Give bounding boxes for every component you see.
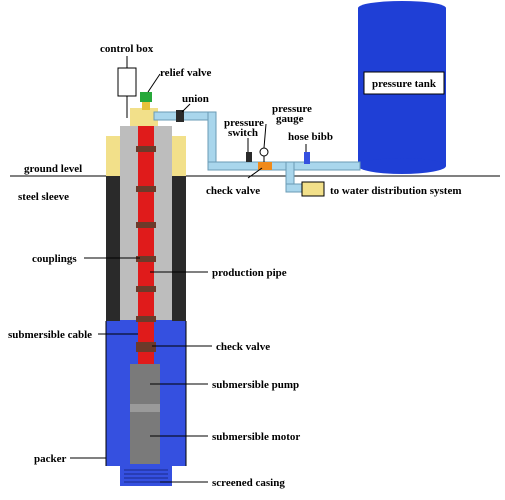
hose-bibb bbox=[304, 152, 310, 164]
grout-right bbox=[172, 136, 186, 176]
pressure-tank bbox=[358, 1, 446, 174]
label-submersible-pump: submersible pump bbox=[212, 379, 299, 391]
leader-check-valve-top bbox=[247, 167, 263, 179]
label-pressure-switch-1: pressure bbox=[224, 117, 264, 129]
label-submersible-cable: submersible cable bbox=[8, 329, 92, 341]
label-control-box: control box bbox=[100, 43, 154, 55]
check-valve-top bbox=[258, 162, 272, 170]
well-head bbox=[130, 108, 158, 126]
pump-joint bbox=[130, 404, 160, 412]
label-screened-casing: screened casing bbox=[212, 477, 285, 489]
pressure-switch bbox=[246, 152, 252, 162]
distribution-outlet bbox=[301, 181, 325, 197]
label-check-valve-top: check valve bbox=[206, 185, 260, 197]
leader-union bbox=[181, 103, 191, 113]
leader-pressure-gauge bbox=[263, 123, 267, 149]
production-pipe bbox=[138, 118, 154, 364]
label-production-pipe: production pipe bbox=[212, 267, 287, 279]
label-union: union bbox=[182, 93, 209, 105]
label-relief-valve: relief valve bbox=[160, 67, 212, 79]
label-ground-level: ground level bbox=[24, 163, 82, 175]
relief-valve bbox=[140, 92, 152, 102]
outer-water bbox=[106, 321, 120, 466]
label-to-water: to water distribution system bbox=[330, 185, 461, 197]
label-couplings: couplings bbox=[32, 253, 77, 265]
label-packer: packer bbox=[34, 453, 67, 465]
label-pressure-switch-2: switch bbox=[228, 127, 258, 139]
control-box bbox=[117, 67, 137, 97]
grout-left bbox=[106, 136, 120, 176]
submersible-motor bbox=[130, 412, 160, 464]
pressure-gauge bbox=[259, 147, 269, 157]
screened-casing bbox=[120, 466, 172, 486]
pressure-tank-label: pressure tank bbox=[372, 78, 437, 90]
leader-relief-valve bbox=[147, 73, 161, 93]
union bbox=[176, 110, 184, 122]
label-hose-bibb: hose bibb bbox=[288, 131, 333, 143]
label-submersible-motor: submersible motor bbox=[212, 431, 300, 443]
couplings bbox=[136, 146, 156, 352]
label-steel-sleeve: steel sleeve bbox=[18, 191, 69, 203]
label-pressure-gauge-2: gauge bbox=[276, 113, 304, 125]
label-pressure-gauge-1: pressure bbox=[272, 103, 312, 115]
outer-water-right bbox=[172, 321, 186, 466]
label-check-valve-bottom: check valve bbox=[216, 341, 270, 353]
relief-valve-base bbox=[142, 102, 150, 110]
